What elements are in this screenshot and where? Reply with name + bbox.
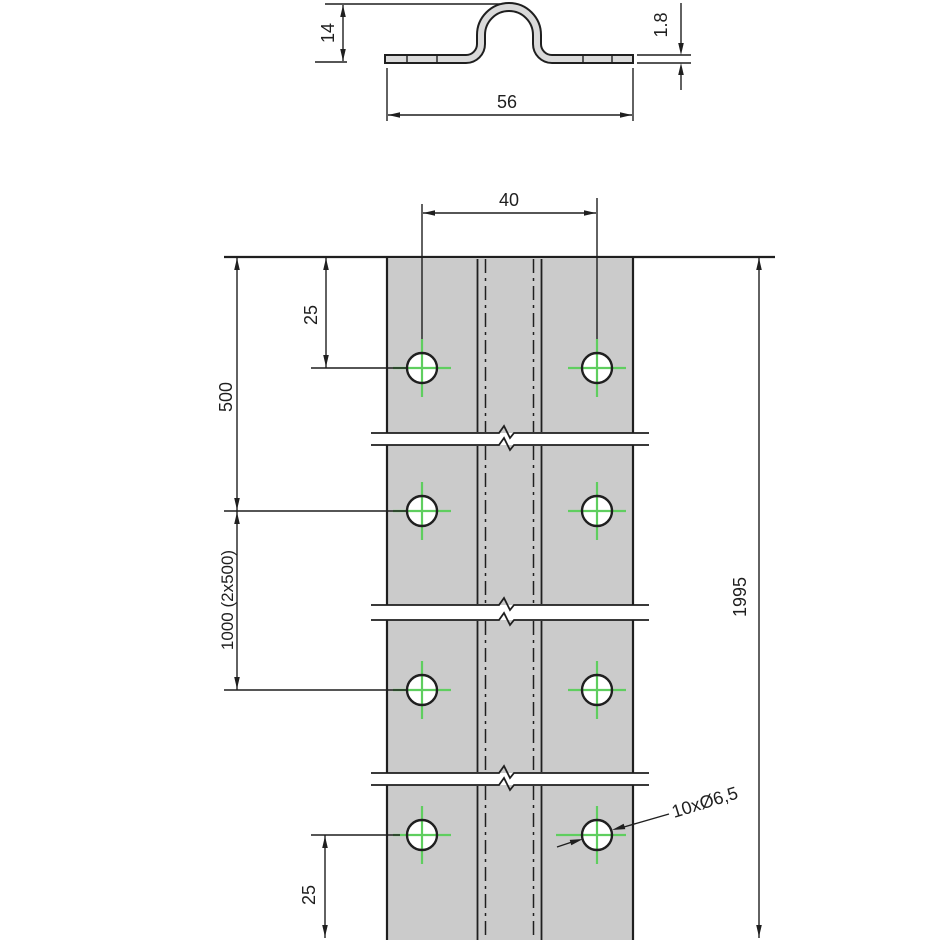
hole-outline: [580, 673, 614, 707]
arrowhead-left: [423, 210, 435, 216]
hole-outline: [580, 818, 614, 852]
arrowhead-down: [323, 355, 329, 367]
break-line: [371, 764, 649, 780]
hole-outline: [580, 351, 614, 385]
dim-label-height: 14: [318, 23, 338, 43]
dim-top-offset: 25: [301, 257, 407, 369]
dim-label-top-offset: 25: [301, 305, 321, 325]
leader-line: [623, 813, 670, 828]
arrowhead-up: [340, 5, 346, 17]
strip-face: [386, 785, 633, 940]
hole-outline: [580, 494, 614, 528]
dim-label-total-length: 1995: [730, 577, 750, 617]
hole: [393, 806, 451, 864]
hole: [556, 806, 626, 864]
hole-callout-label: 10xØ6,5: [669, 783, 740, 822]
arrowhead-leader: [569, 839, 583, 846]
dim-label-width: 56: [497, 92, 517, 112]
dim-hole-pitch: 40: [421, 190, 598, 339]
arrowhead-up: [323, 258, 329, 270]
leader-line: [556, 841, 573, 848]
hole-outline: [405, 818, 439, 852]
arrowhead-down: [234, 677, 240, 689]
arrowhead-up: [234, 258, 240, 270]
arrowhead-up: [756, 258, 762, 270]
dim-label-hole-pitch: 40: [499, 190, 519, 210]
break-line: [371, 611, 649, 627]
profile-cross-section: [384, 2, 634, 64]
break-line: [371, 436, 649, 452]
arrowhead-right: [620, 112, 632, 118]
break-line: [371, 424, 649, 440]
dim-label-double-pitch: 1000 (2x500): [218, 550, 237, 650]
arrowhead-down: [678, 43, 684, 55]
arrowhead-down: [756, 925, 762, 937]
strip-segment: [385, 258, 635, 433]
break-line: [371, 596, 649, 612]
strip-segment: [385, 785, 635, 940]
dim-material-thickness: 1.8: [637, 3, 691, 90]
dim-total-length: 1995: [730, 257, 762, 938]
hole: [568, 482, 626, 540]
hole: [568, 339, 626, 397]
dim-label-first-pitch: 500: [216, 382, 236, 412]
dim-label-bottom-offset: 25: [299, 885, 319, 905]
arrowhead-leader: [612, 823, 626, 830]
arrowhead-up: [678, 63, 684, 75]
arrowhead-up: [322, 836, 328, 848]
hole: [393, 661, 451, 719]
arrowhead-up: [234, 512, 240, 524]
plan-view: 40 25 500 1000 (2x500): [216, 190, 775, 940]
arrowhead-down: [340, 49, 346, 61]
dim-double-pitch: 1000 (2x500): [218, 511, 407, 691]
arrowhead-down: [322, 925, 328, 937]
strip-face: [386, 258, 633, 433]
dim-bottom-offset: 25: [299, 834, 400, 938]
arrowhead-down: [234, 498, 240, 510]
hole: [568, 661, 626, 719]
section-view: 14 1.8 56: [315, 2, 691, 121]
dim-profile-height: 14: [315, 3, 500, 63]
arrowhead-left: [388, 112, 400, 118]
dim-profile-width: 56: [386, 68, 634, 121]
arrowhead-right: [584, 210, 596, 216]
break-line: [371, 776, 649, 792]
dim-label-thickness: 1.8: [651, 12, 671, 37]
dim-first-pitch: 500: [216, 257, 407, 512]
